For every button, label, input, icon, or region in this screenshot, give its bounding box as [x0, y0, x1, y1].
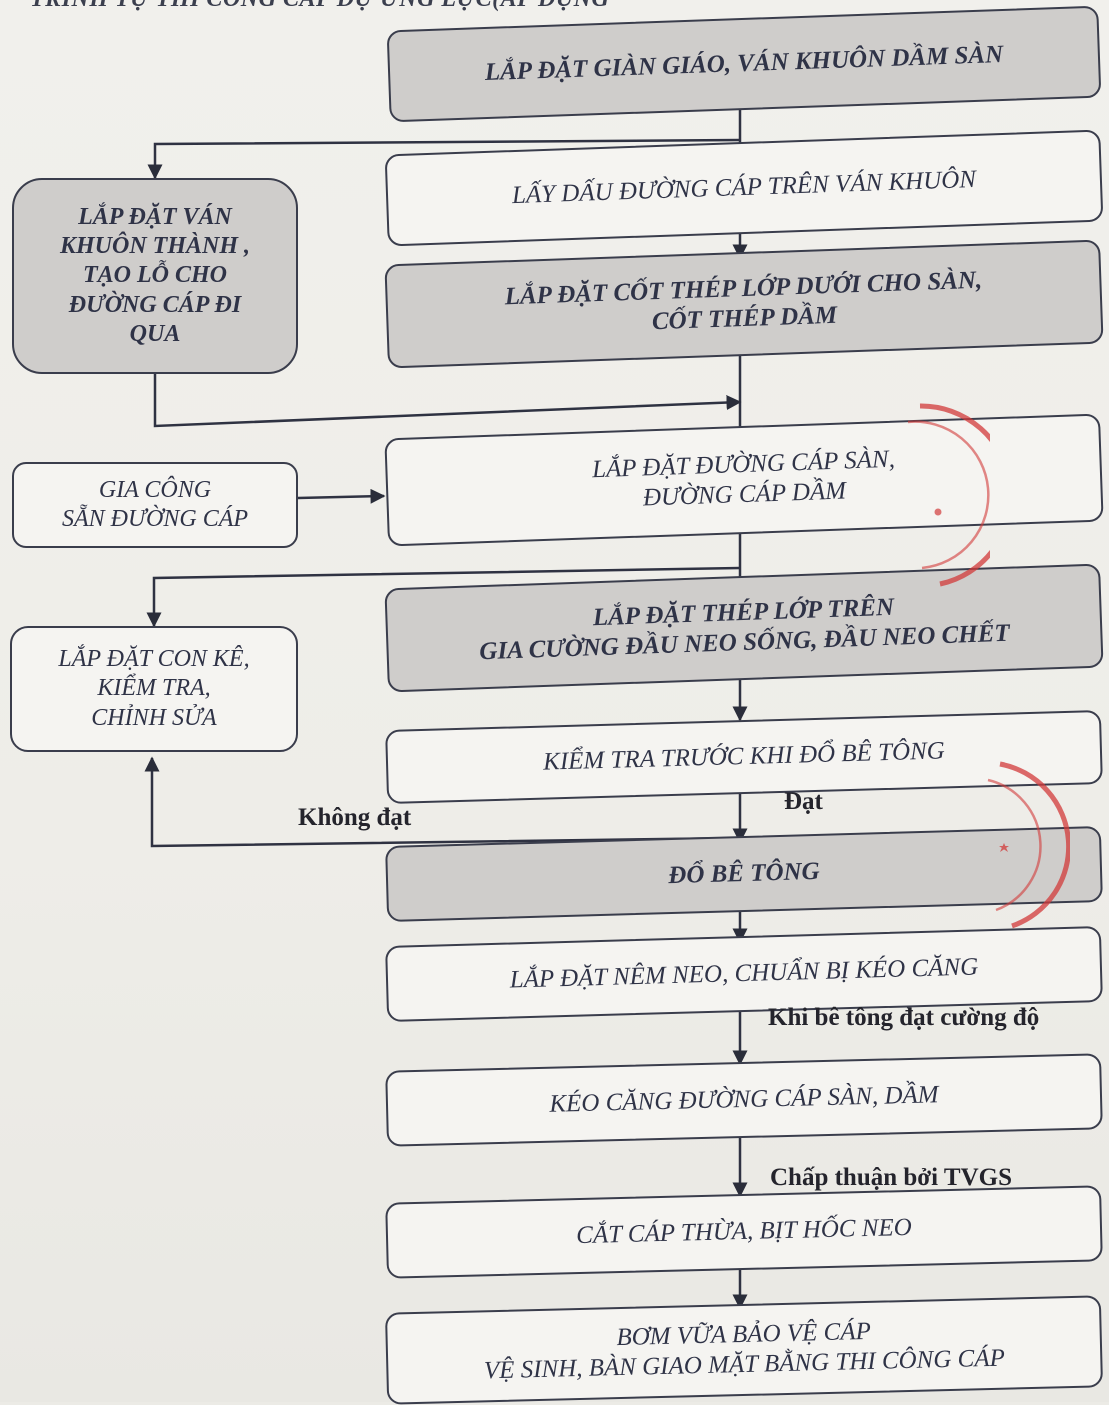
side-step-label: LẮP ĐẶT CON KÊ,KIỂM TRA,CHỈNH SỬA	[58, 646, 250, 731]
step-label: ĐỔ BÊ TÔNG	[667, 857, 821, 889]
connector-branch-c	[146, 566, 741, 628]
diagram-header: TRÌNH TỰ THI CÔNG CÁP DỰ ỨNG LỰC(ÁP DỤNG	[30, 0, 930, 20]
side-step-supports-check: LẮP ĐẶT CON KÊ,KIỂM TRA,CHỈNH SỬA	[10, 626, 298, 752]
step-label: KÉO CĂNG ĐƯỜNG CÁP SÀN, DẦM	[549, 1080, 939, 1118]
connector-b-s4	[297, 488, 386, 504]
company-seal-stamp	[907, 403, 990, 587]
connector-branch-a	[147, 138, 741, 180]
label-concrete-strength: Khi bê tông đạt cường độ	[768, 1004, 1040, 1031]
connector-return-a	[153, 372, 742, 428]
step-label: CẮT CÁP THỪA, BỊT HỐC NEO	[575, 1213, 913, 1249]
label-supervisor-approval: Chấp thuận bởi TVGS	[770, 1164, 1012, 1191]
step-label: LẮP ĐẶT NÊM NEO, CHUẨN BỊ KÉO CĂNG	[509, 953, 979, 994]
step-label: KIỂM TRA TRƯỚC KHI ĐỔ BÊ TÔNG	[542, 737, 946, 776]
step-label: LẮP ĐẶT ĐƯỜNG CÁP SÀN,ĐƯỜNG CÁP DẦM	[591, 445, 896, 512]
label-pass: Đạt	[784, 788, 823, 815]
company-seal-stamp-2	[987, 761, 1070, 929]
step-label: LẮP ĐẶT GIÀN GIÁO, VÁN KHUÔN DẦM SÀN	[484, 40, 1004, 86]
step-label: LẮP ĐẶT CỐT THÉP LỚP DƯỚI CHO SÀN,CỐT TH…	[504, 266, 983, 336]
label-fail: Không đạt	[298, 804, 412, 831]
step-label: LẤY DẤU ĐƯỜNG CÁP TRÊN VÁN KHUÔN	[511, 165, 977, 209]
